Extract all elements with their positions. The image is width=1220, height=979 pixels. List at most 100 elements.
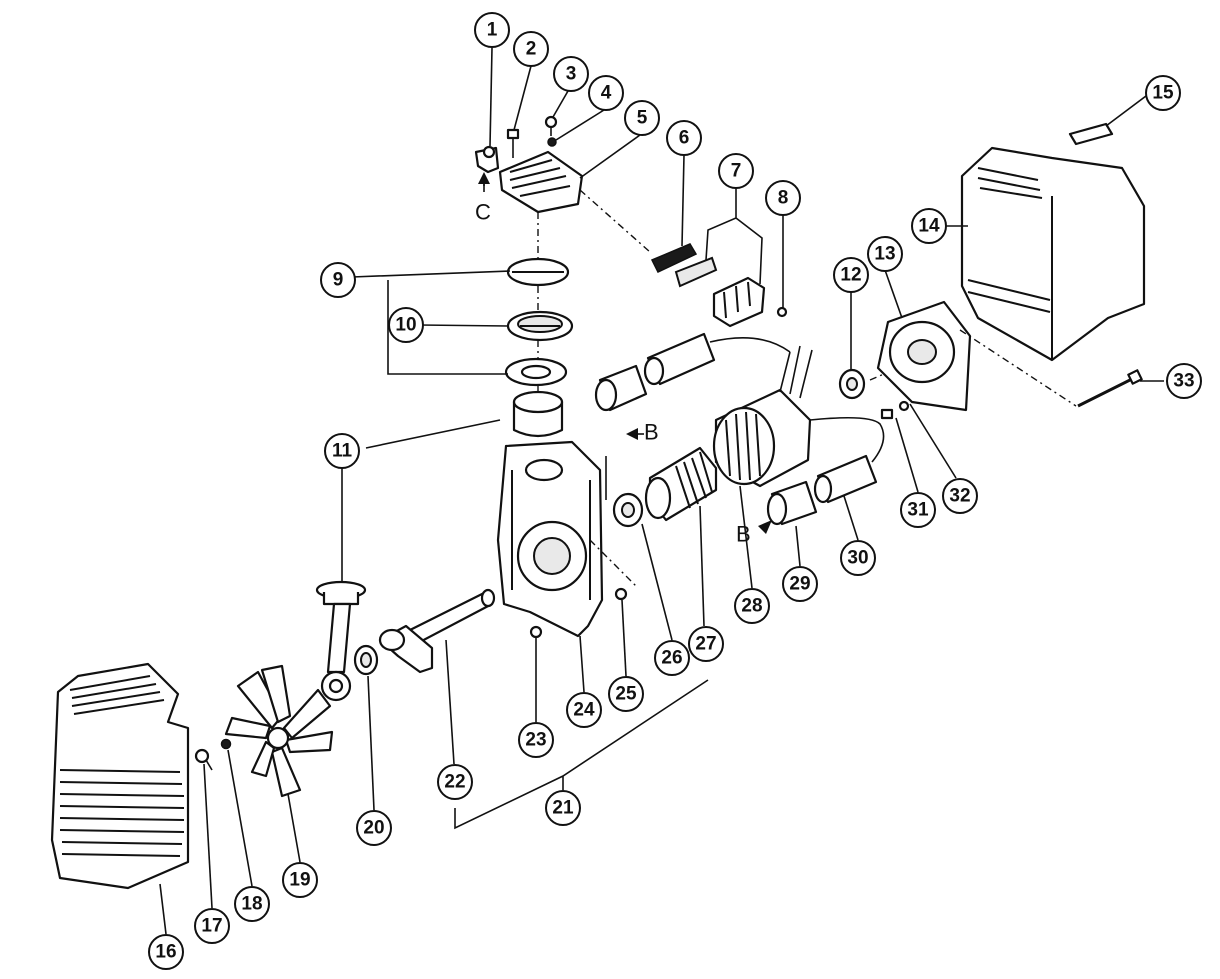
callouts: 1 2 3 4 5 6 7 8 9 10 11 12 13 14 15 16 1… <box>148 12 1202 970</box>
svg-text:31: 31 <box>907 500 929 521</box>
svg-text:21: 21 <box>552 798 574 819</box>
svg-text:24: 24 <box>573 700 595 721</box>
part-cooling-fan <box>224 664 334 798</box>
part-head-bolt <box>506 128 520 158</box>
part-terminal-plate <box>674 256 718 288</box>
part-fan-screw <box>194 748 213 771</box>
part-bracket-washer <box>898 400 910 412</box>
callout-6: 6 <box>666 120 702 156</box>
svg-text:28: 28 <box>741 596 762 617</box>
callout-33: 33 <box>1166 363 1202 399</box>
callout-3: 3 <box>553 56 589 92</box>
svg-text:1: 1 <box>487 20 498 41</box>
callout-5: 5 <box>624 100 660 136</box>
callout-2: 2 <box>513 31 549 67</box>
svg-text:17: 17 <box>201 916 222 937</box>
part-rear-cover <box>960 146 1146 362</box>
svg-text:32: 32 <box>949 486 970 507</box>
svg-text:6: 6 <box>679 128 690 149</box>
callout-26: 26 <box>654 640 690 676</box>
part-front-cover <box>50 662 190 890</box>
part-capacitor-sleeve <box>766 480 818 526</box>
svg-text:25: 25 <box>615 684 637 705</box>
part-label-plate <box>1068 122 1114 146</box>
part-head-screw <box>544 115 558 136</box>
svg-text:12: 12 <box>840 265 861 286</box>
part-rear-bearing <box>838 368 866 400</box>
marker-b-upper: B <box>626 420 659 445</box>
part-switch <box>650 243 698 273</box>
callout-10: 10 <box>388 307 424 343</box>
callout-32: 32 <box>942 478 978 514</box>
part-stator <box>712 345 813 488</box>
callout-20: 20 <box>356 810 392 846</box>
svg-text:16: 16 <box>155 942 176 963</box>
callout-7: 7 <box>718 153 754 189</box>
callout-18: 18 <box>234 886 270 922</box>
part-upper-capacitor <box>643 332 791 386</box>
part-rotor <box>644 446 718 522</box>
part-case-screw-right <box>614 587 628 601</box>
part-crankshaft <box>378 588 496 674</box>
callout-28: 28 <box>734 588 770 624</box>
marker-b-lower-label: B <box>736 522 751 547</box>
svg-text:14: 14 <box>918 216 940 237</box>
callout-23: 23 <box>518 722 554 758</box>
callout-17: 17 <box>194 908 230 944</box>
callout-11: 11 <box>324 433 360 469</box>
part-gasket-lower <box>504 357 568 387</box>
marker-b-lower: B <box>736 520 772 547</box>
callout-15: 15 <box>1145 75 1181 111</box>
svg-text:13: 13 <box>874 244 895 265</box>
svg-text:20: 20 <box>363 818 384 839</box>
part-upper-capacitor-sleeve <box>594 364 648 412</box>
svg-text:19: 19 <box>289 870 310 891</box>
callout-14: 14 <box>911 208 947 244</box>
part-gasket-upper <box>506 257 570 287</box>
assembly-axis-lines <box>537 189 1077 589</box>
svg-text:5: 5 <box>637 108 648 129</box>
svg-text:2: 2 <box>526 39 537 60</box>
svg-text:10: 10 <box>395 315 416 336</box>
svg-text:26: 26 <box>661 648 682 669</box>
callout-1: 1 <box>474 12 510 48</box>
svg-text:7: 7 <box>731 161 742 182</box>
callout-27: 27 <box>688 626 724 662</box>
part-bracket-screw <box>880 408 894 420</box>
svg-text:3: 3 <box>566 64 577 85</box>
part-capacitor <box>809 416 885 504</box>
part-connecting-rod <box>315 580 367 702</box>
callout-8: 8 <box>765 180 801 216</box>
svg-text:22: 22 <box>444 772 465 793</box>
callout-31: 31 <box>900 492 936 528</box>
leader-lines <box>159 47 1164 935</box>
marker-c-label: C <box>475 200 491 225</box>
svg-text:18: 18 <box>241 894 262 915</box>
part-fan-washer <box>220 738 232 750</box>
marker-c: C <box>475 172 491 225</box>
svg-text:33: 33 <box>1173 371 1194 392</box>
callout-25: 25 <box>608 676 644 712</box>
callout-30: 30 <box>840 540 876 576</box>
callout-24: 24 <box>566 692 602 728</box>
callout-16: 16 <box>148 934 184 970</box>
svg-text:4: 4 <box>601 83 612 104</box>
part-through-bolt <box>1077 369 1143 408</box>
part-valve-plate <box>506 310 574 342</box>
marker-b-upper-label: B <box>644 420 659 445</box>
part-head-washer <box>547 137 557 147</box>
callout-19: 19 <box>282 862 318 898</box>
part-rotor-bearing <box>612 492 644 528</box>
part-crankcase <box>496 440 604 638</box>
svg-text:27: 27 <box>695 634 716 655</box>
part-end-bracket <box>876 300 972 412</box>
part-crank-bearing <box>353 644 379 676</box>
svg-text:11: 11 <box>332 441 353 462</box>
callout-9: 9 <box>320 262 356 298</box>
callout-4: 4 <box>588 75 624 111</box>
callout-21: 21 <box>545 790 581 826</box>
svg-text:30: 30 <box>847 548 868 569</box>
callout-29: 29 <box>782 566 818 602</box>
svg-text:8: 8 <box>778 188 789 209</box>
